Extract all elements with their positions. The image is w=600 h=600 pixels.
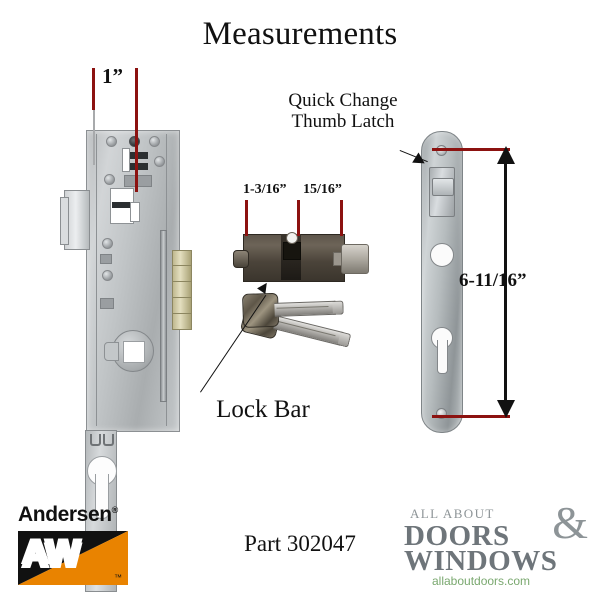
- dimension-line-cyl-b: [297, 200, 300, 236]
- dimension-arrow-head-up: [497, 146, 515, 164]
- dimension-line-right: [135, 68, 138, 192]
- latch-bolt-face: [60, 197, 69, 245]
- euro-keyway-cutout: [431, 327, 453, 374]
- spindle-hub: [104, 330, 154, 372]
- faceplate-trim: [421, 131, 463, 433]
- lock-bar-groove: [173, 313, 191, 314]
- screw-hole: [102, 270, 113, 281]
- euro-cylinder: [233, 228, 369, 290]
- thumb-latch-lever: [432, 178, 454, 196]
- key-tip: [332, 300, 344, 315]
- aad-line2: DOORS: [404, 520, 510, 552]
- hook-detail: [90, 434, 101, 446]
- trademark-icon: ™: [114, 573, 122, 582]
- cylinder-cam-tab: [283, 242, 301, 260]
- cylinder-keyway-end: [233, 250, 249, 268]
- part-number: Part 302047: [244, 531, 356, 556]
- aad-line1: ALL ABOUT: [410, 506, 495, 521]
- aad-ampersand: &: [552, 497, 588, 548]
- dimension-label-faceplate-height: 6-11/16”: [459, 270, 527, 291]
- internal-tab: [100, 298, 114, 309]
- hook-detail: [103, 434, 114, 446]
- dimension-label-cylinder-long: 1-3/16”: [243, 182, 287, 197]
- callout-lock-bar: Lock Bar: [216, 396, 310, 423]
- screw-hole: [104, 174, 115, 185]
- dimension-leader-top: [432, 148, 510, 151]
- lock-bar-groove: [173, 281, 191, 282]
- registered-icon: ®: [111, 505, 119, 515]
- keyway-stem: [95, 474, 109, 519]
- spindle-tab: [104, 342, 119, 361]
- lock-case-edge: [96, 134, 97, 426]
- thumb-latch-housing: [429, 167, 455, 217]
- internal-slot: [130, 202, 140, 222]
- key-tip: [337, 331, 352, 348]
- aad-line3: WINDOWS: [404, 545, 558, 577]
- logo-triangle-orange: [18, 531, 128, 585]
- screw-hole: [149, 136, 160, 147]
- keyway-stem: [437, 340, 448, 374]
- callout-thumb-latch-line2: Thumb Latch: [291, 111, 395, 133]
- screw-hole: [102, 238, 113, 249]
- allaboutdoors-logo: ALL ABOUT & DOORS WINDOWS allaboutdoors.…: [404, 500, 590, 590]
- key-blade: [273, 315, 344, 346]
- mortise-lock-body: [60, 130, 192, 592]
- latch-bolt: [60, 190, 90, 250]
- dimension-line-cyl-a: [245, 200, 248, 236]
- lock-bar-groove: [173, 265, 191, 266]
- spindle-pin: [129, 136, 140, 147]
- dimension-line-cyl-c: [340, 200, 343, 236]
- screw-hole: [106, 136, 117, 147]
- keys: [239, 292, 360, 364]
- dimension-line-left: [92, 68, 95, 110]
- key-blade: [274, 300, 336, 317]
- dimension-leader-bottom: [432, 415, 510, 418]
- internal-cam: [124, 175, 152, 187]
- cylinder-setscrew-hole: [286, 232, 298, 244]
- dimension-arrow-shaft: [504, 160, 507, 404]
- andersen-logo: Andersen® AW ™: [18, 503, 138, 585]
- dimension-label-cylinder-short: 15/16”: [303, 182, 342, 197]
- dimension-arrow-head-down: [497, 400, 515, 418]
- latch-spring: [112, 202, 130, 208]
- lock-bar-groove: [173, 297, 191, 298]
- callout-thumb-latch-line1: Quick Change: [288, 90, 398, 111]
- spindle-hole: [430, 243, 454, 267]
- dimension-extension-left: [93, 105, 95, 165]
- internal-slot: [122, 148, 130, 172]
- spindle-square-hole: [123, 341, 145, 363]
- thumbturn-knob: [341, 244, 369, 274]
- dimension-label-backset: 1”: [102, 64, 123, 88]
- lock-bar-brass: [172, 250, 192, 330]
- screw-hole-bottom: [436, 408, 447, 419]
- andersen-wordmark: Andersen®: [18, 503, 118, 527]
- euro-keyway-cutout: [87, 456, 117, 519]
- aad-url: allaboutdoors.com: [432, 574, 531, 588]
- screw-hole: [154, 156, 165, 167]
- lock-bar-rail: [160, 230, 167, 402]
- andersen-monogram: AW: [22, 533, 81, 574]
- page-title: Measurements: [202, 16, 398, 52]
- andersen-wordmark-text: Andersen: [18, 503, 112, 526]
- callout-thumb-latch: Quick Change Thumb Latch: [258, 90, 428, 133]
- internal-tab: [100, 254, 112, 264]
- andersen-monogram-block: AW: [18, 531, 128, 585]
